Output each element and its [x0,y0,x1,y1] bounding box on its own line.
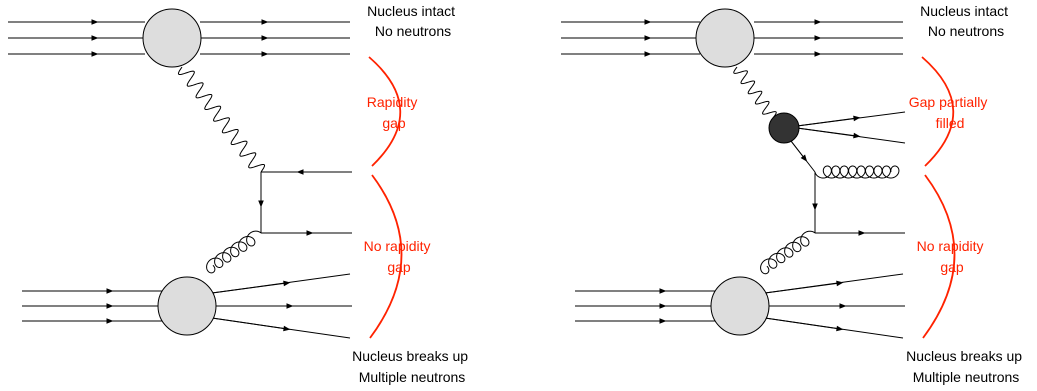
jet-lines [796,111,906,144]
quark-lines [790,140,905,236]
gap-label: Rapidity gap [367,94,421,131]
bottom-label: Nucleus breaks up Multiple neutrons [906,348,1026,385]
photon-line [177,66,266,173]
no-rapidity-gap-brace [369,174,403,339]
no-gap-label: No rapidity gap [917,238,988,275]
right-diagram: Nucleus intact No neutrons Gap partially… [561,3,1026,385]
dark-blob [768,112,800,144]
photon-line [733,66,777,119]
quark-lines [258,169,352,236]
top-nucleus-blob [142,8,202,68]
gap-partially-filled-brace [921,56,955,167]
no-rapidity-gap-brace [922,174,956,339]
top-nucleus-lines [8,19,350,57]
gap-label: Gap partially filled [909,94,991,131]
gluon-line [206,230,262,274]
bottom-nucleus-lines [575,273,905,339]
bottom-nucleus-blob [157,276,217,336]
no-gap-label: No rapidity gap [364,238,435,275]
gluon-line [760,230,816,275]
bottom-nucleus-lines [22,273,352,339]
top-nucleus-lines [561,19,903,57]
rapidity-gap-brace [368,56,402,167]
bottom-label: Nucleus breaks up Multiple neutrons [352,348,472,385]
top-nucleus-blob [695,8,755,68]
top-label: Nucleus intact No neutrons [920,3,1012,39]
bottom-nucleus-blob [710,276,770,336]
left-diagram: Nucleus intact No neutrons Rapidity gap … [8,3,472,385]
top-label: Nucleus intact No neutrons [367,3,459,39]
gluon-emission-line [814,165,900,179]
